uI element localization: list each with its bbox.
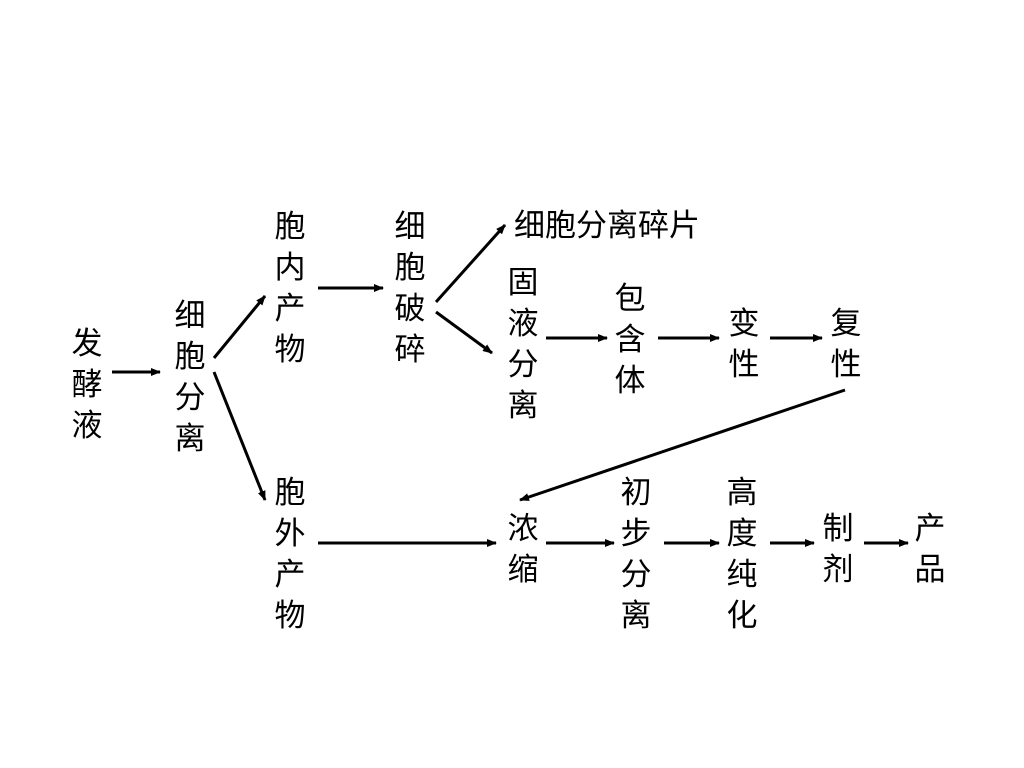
arrow-renaturation-to-concentration — [519, 388, 846, 502]
node-inclusion-body: 包含体 — [614, 281, 646, 399]
node-fermentation-broth: 发酵液 — [71, 326, 103, 444]
node-cell-disruption: 细胞破碎 — [394, 209, 426, 368]
node-solid-liquid-separation: 固液分离 — [507, 265, 539, 424]
node-high-purification: 高度纯化 — [726, 475, 758, 634]
arrow-separation-to-extracellular — [212, 371, 267, 501]
node-preliminary-separation: 初步分离 — [620, 475, 652, 634]
arrow-disruption-to-solid-liquid — [435, 310, 493, 355]
arrow-separation-to-intracellular — [212, 295, 267, 359]
node-concentration: 浓缩 — [507, 511, 539, 588]
node-cell-debris: 细胞分离碎片 — [514, 208, 700, 244]
node-renaturation: 复性 — [830, 306, 862, 383]
node-formulation: 制剂 — [822, 511, 854, 588]
node-extracellular-product: 胞外产物 — [274, 475, 306, 634]
node-cell-separation: 细胞分离 — [174, 298, 206, 457]
node-intracellular-product: 胞内产物 — [274, 209, 306, 368]
node-denaturation: 变性 — [728, 306, 760, 383]
arrow-disruption-to-debris — [434, 223, 507, 304]
node-product: 产品 — [914, 511, 946, 588]
